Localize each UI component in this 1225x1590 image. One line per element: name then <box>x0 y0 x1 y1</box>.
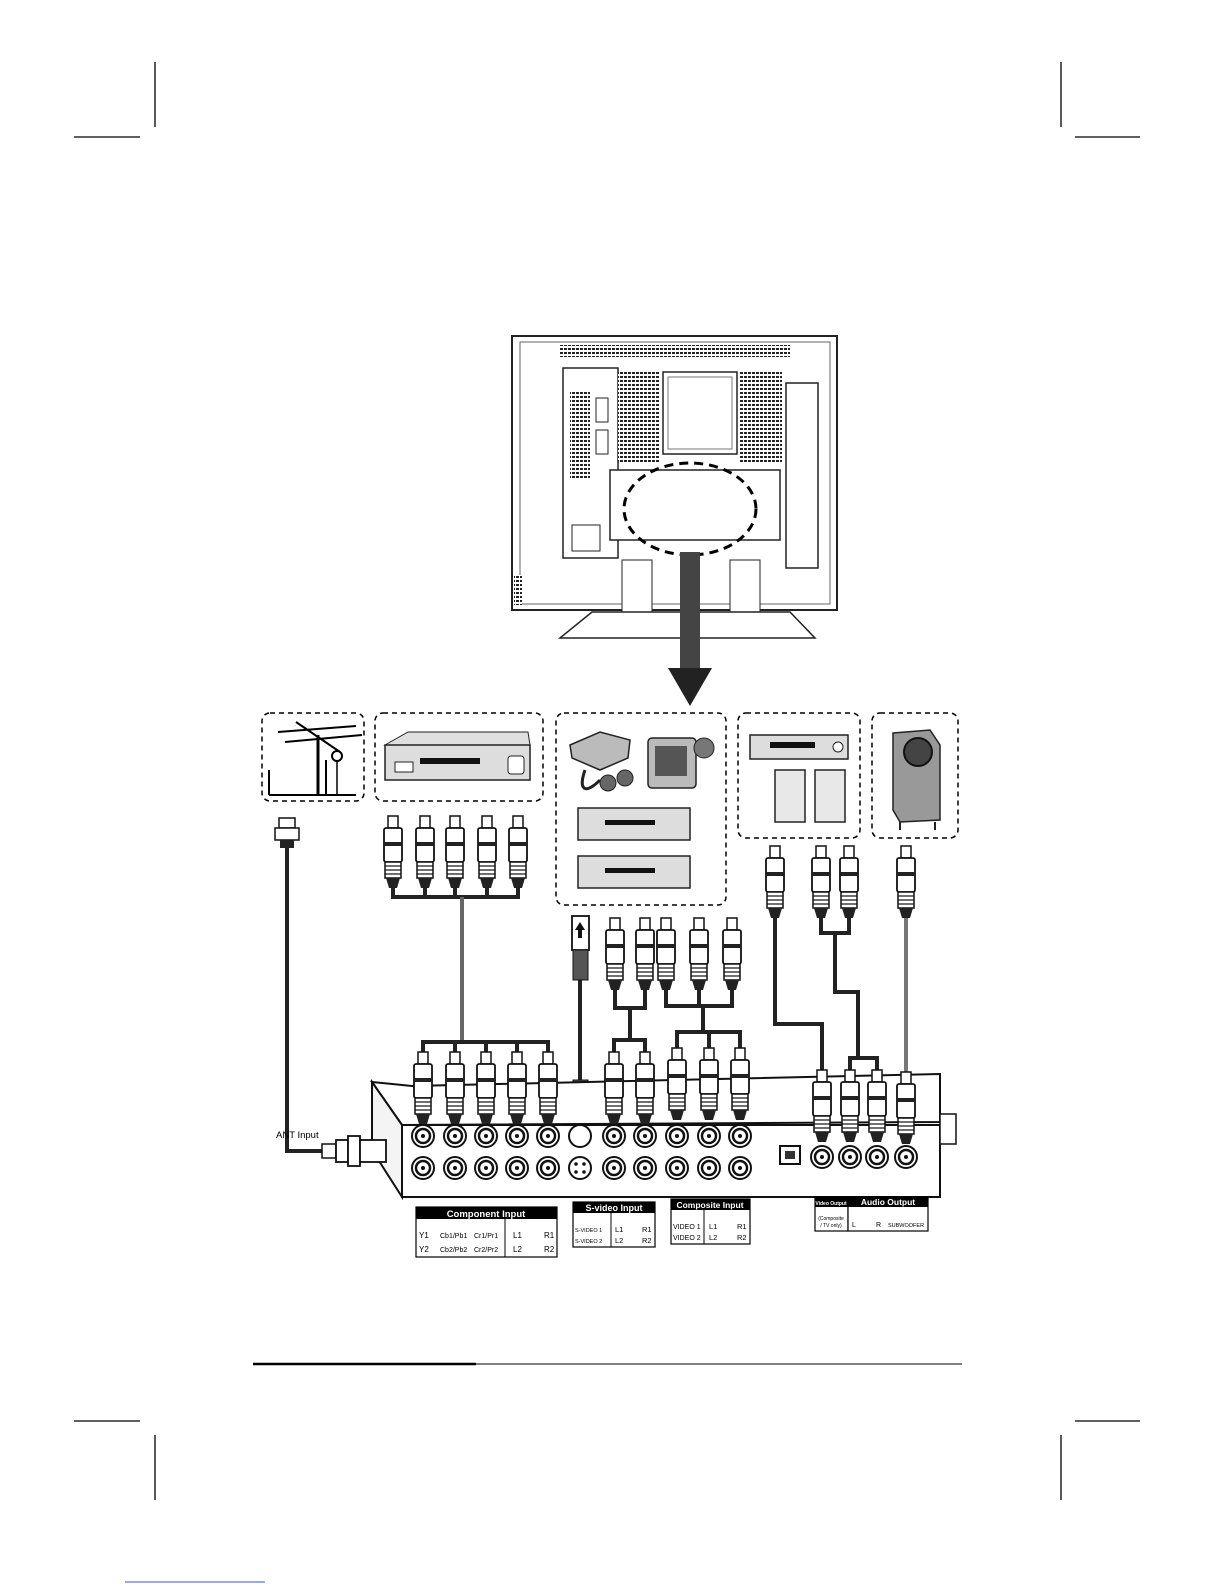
video-sources-device <box>556 713 726 905</box>
component-input-title: Component Input <box>447 1209 526 1220</box>
component-cell: Y2 <box>419 1245 429 1254</box>
s-video-cell: L1 <box>615 1225 623 1234</box>
dvd-player-device <box>375 713 543 801</box>
component-cell: Cb1/Pb1 <box>440 1233 467 1240</box>
stereo-device <box>738 713 860 838</box>
audio-output-cell: R <box>876 1222 881 1229</box>
audio-output-title: Audio Output <box>861 1197 915 1207</box>
subwoofer-device <box>872 713 958 838</box>
composite-input-title: Composite Input <box>676 1200 743 1210</box>
s-video-cell: S-VIDEO 2 <box>575 1239 602 1245</box>
composite-cell: L2 <box>709 1233 717 1242</box>
ant-input-label: ANT Input <box>276 1130 319 1141</box>
tv-rear-panel <box>512 336 837 638</box>
composite-cell: R1 <box>737 1222 747 1231</box>
s-video-cell: R2 <box>642 1236 652 1245</box>
component-cell: Y1 <box>419 1231 429 1240</box>
component-input-table: Component Input Y1 Cb1/Pb1 Cr1/Pr1 L1 R1… <box>416 1207 557 1257</box>
component-cell: Cr2/Pr2 <box>474 1247 498 1254</box>
audio-output-cell: L <box>852 1222 856 1229</box>
component-cell: L1 <box>513 1231 522 1240</box>
component-cell: Cb2/Pb2 <box>440 1247 467 1254</box>
component-cell: R1 <box>544 1231 555 1240</box>
s-video-cell: L2 <box>615 1236 623 1245</box>
component-cell: R2 <box>544 1245 555 1254</box>
component-cell: L2 <box>513 1245 522 1254</box>
audio-output-table: Audio Output L R SUBWOOFER <box>848 1197 928 1231</box>
video-output-title: Video Output <box>815 1201 847 1207</box>
composite-input-table: Composite Input VIDEO 1 L1 R1 VIDEO 2 L2… <box>671 1199 750 1244</box>
ant-input-connector <box>322 1136 386 1166</box>
video-output-note: (Composite <box>818 1216 844 1222</box>
composite-cell: L1 <box>709 1222 717 1231</box>
component-cell: Cr1/Pr1 <box>474 1233 498 1240</box>
antenna-plug-icon <box>275 818 299 848</box>
composite-cell: R2 <box>737 1233 747 1242</box>
s-video-input-table: S-video Input S-VIDEO 1 L1 R1 S-VIDEO 2 … <box>573 1202 655 1247</box>
antenna-device <box>262 713 364 801</box>
s-video-input-title: S-video Input <box>586 1203 643 1213</box>
s-video-cell: S-VIDEO 1 <box>575 1228 602 1234</box>
video-output-note: / TV only) <box>820 1223 842 1229</box>
audio-output-cell: SUBWOOFER <box>888 1223 924 1229</box>
s-video-cell: R1 <box>642 1225 652 1234</box>
video-output-table: Video Output (Composite / TV only) <box>815 1197 848 1231</box>
composite-cell: VIDEO 1 <box>673 1224 701 1231</box>
composite-cell: VIDEO 2 <box>673 1235 701 1242</box>
